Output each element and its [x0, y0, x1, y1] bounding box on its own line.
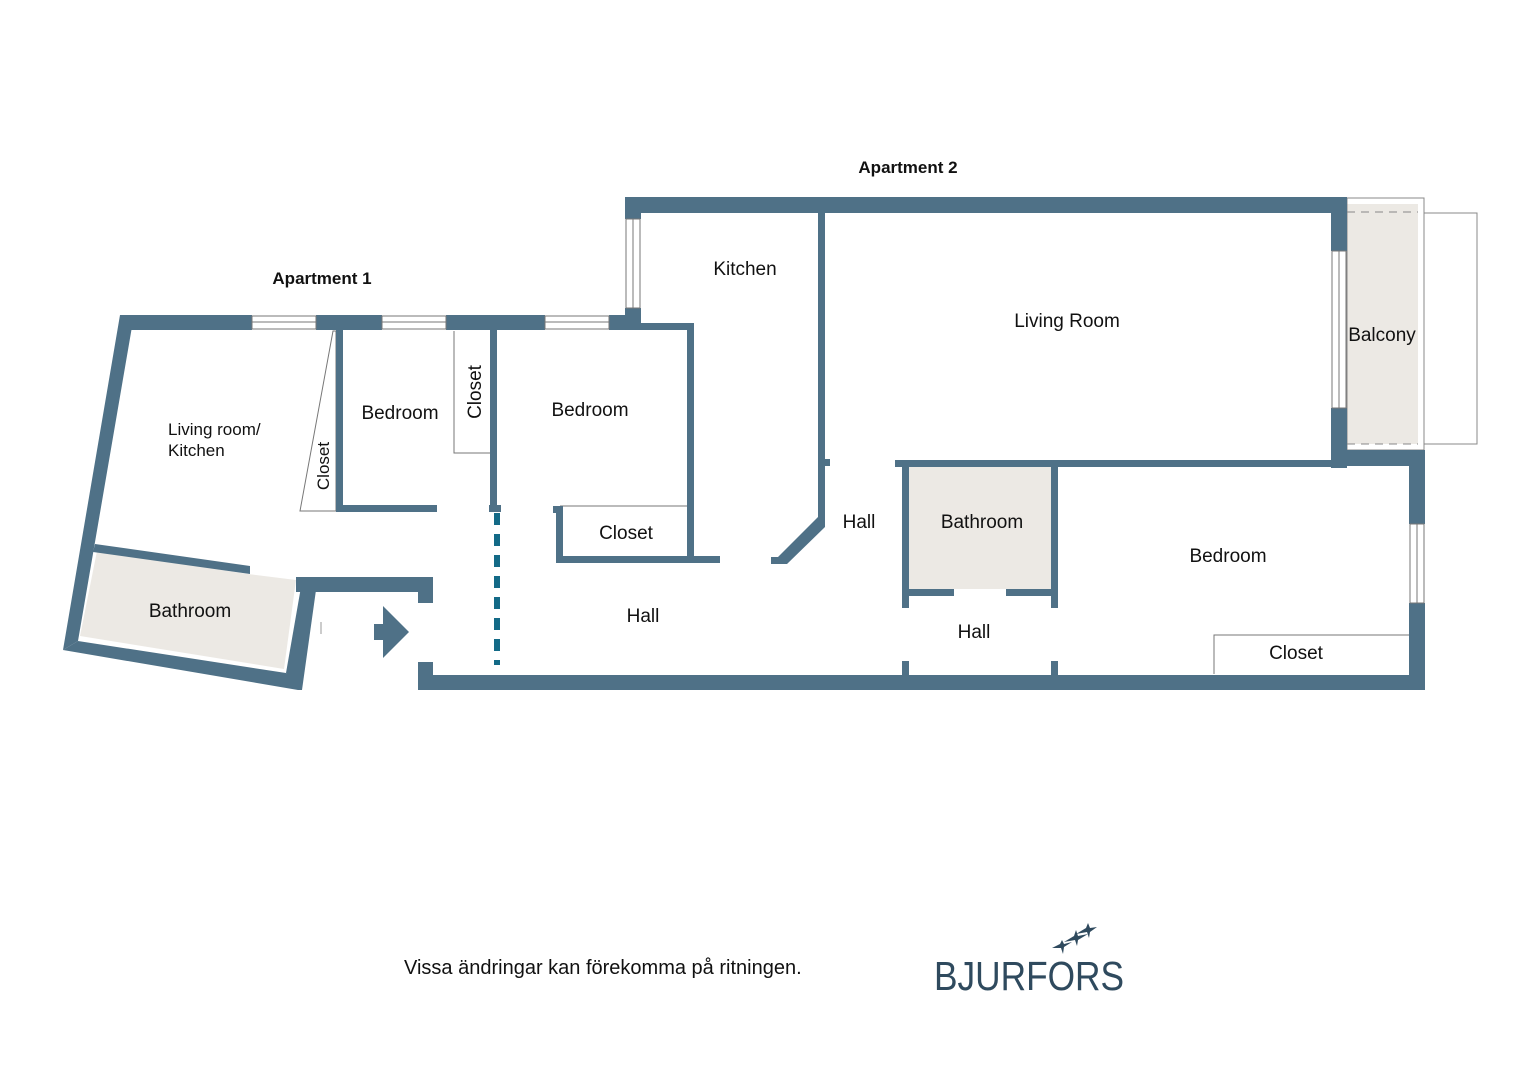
- apt2-bathroom-floor: [909, 467, 1051, 589]
- apt1-bathroom-floor: [80, 551, 296, 669]
- disclaimer-note: Vissa ändringar kan förekomma på ritning…: [404, 957, 802, 979]
- windows: [251, 218, 1425, 604]
- bedroom-b-label: Bedroom: [551, 400, 628, 421]
- living-room-label: Living Room: [1014, 311, 1120, 332]
- living-kitchen-label-line2: Kitchen: [168, 441, 225, 460]
- closet-wide-label: Closet: [599, 523, 654, 544]
- hall-1-label: Hall: [627, 606, 660, 627]
- walls: [63, 197, 1425, 690]
- birds-icon: [1052, 923, 1097, 954]
- brand-logo: BJURFORS: [934, 953, 1125, 999]
- bedroom-2-label: Bedroom: [1189, 546, 1266, 567]
- kitchen-label: Kitchen: [713, 259, 776, 280]
- closet-2-label: Closet: [1269, 643, 1324, 664]
- bathroom-1-label: Bathroom: [149, 601, 231, 622]
- living-kitchen-label-line1: Living room/: [168, 420, 261, 439]
- closet-tall-label: Closet: [465, 364, 486, 419]
- balcony-floor: [1347, 204, 1418, 444]
- hall-2-lower-label: Hall: [958, 622, 991, 643]
- apartment-2-label: Apartment 2: [858, 158, 957, 177]
- balcony-label: Balcony: [1348, 325, 1416, 346]
- bathroom-2-label: Bathroom: [941, 512, 1023, 533]
- closet-small-label: Closet: [314, 442, 333, 490]
- arrow-right-icon: [374, 606, 409, 658]
- hall-2-upper-label: Hall: [843, 512, 876, 533]
- bedroom-a-label: Bedroom: [361, 403, 438, 424]
- apartment-1-label: Apartment 1: [272, 269, 371, 288]
